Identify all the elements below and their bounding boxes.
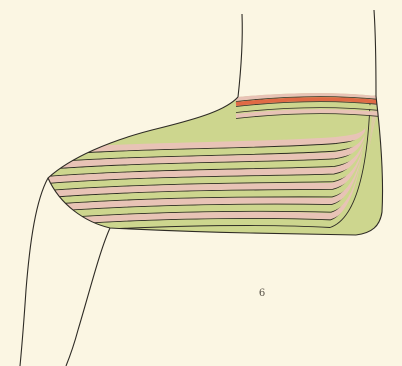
leg-outline-upper: [238, 14, 242, 97]
leg-outline-shin: [66, 228, 110, 366]
figure-number: 6: [252, 288, 272, 299]
stripe-bands: [20, 88, 380, 236]
